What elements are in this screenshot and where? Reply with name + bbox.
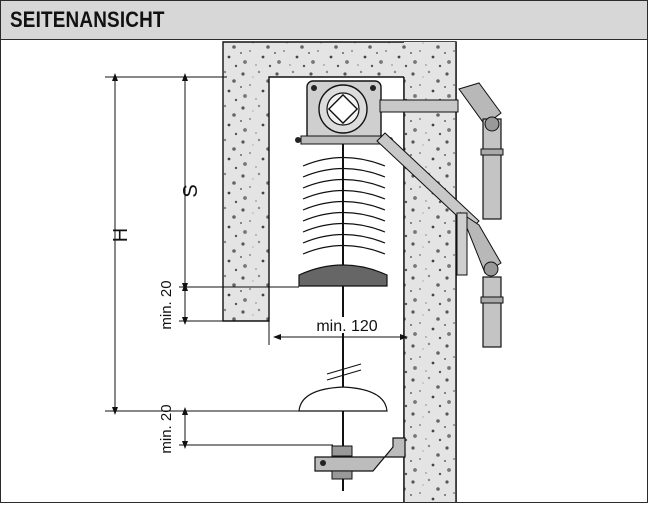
break-mark [326,363,362,381]
header-bar: SEITENANSICHT [1,1,647,40]
stroke-label: S [180,184,202,197]
concrete-wall [222,41,457,503]
bottom-rail-top [298,264,388,287]
page-title: SEITENANSICHT [10,7,165,32]
floor-bracket [314,437,406,480]
height-label: H [110,228,132,242]
pipe-lower [456,211,504,348]
width-label-bg [295,317,399,333]
mounting-arm [376,99,480,230]
technical-drawing: H S min. 20 min. 20 min. 120 [105,41,504,503]
slat-stack [302,156,386,255]
side-view-drawing: H S min. 20 min. 20 min. 120 [1,40,647,503]
motor-housing [295,80,393,145]
gap-label-upper: min. 20 [158,280,175,329]
pipe-upper [458,82,504,220]
bottom-rail-lower [298,386,388,412]
dimension-lines [105,73,408,449]
width-label: min. 120 [316,318,377,335]
gap-label-lower: min. 20 [158,404,175,453]
